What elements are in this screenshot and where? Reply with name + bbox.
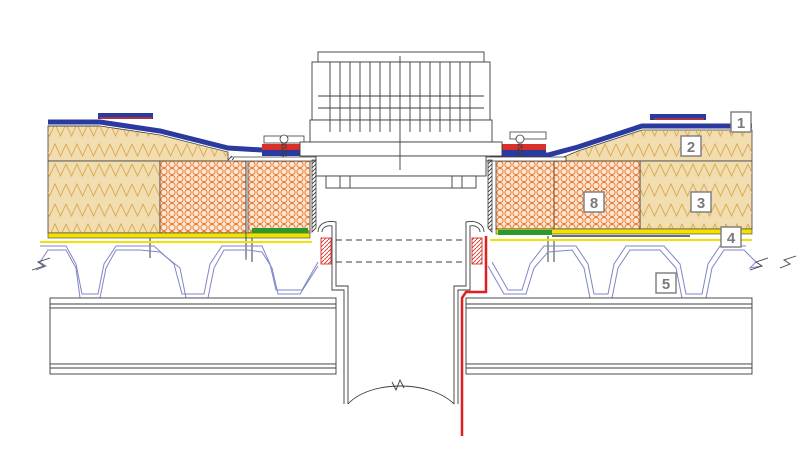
clamp-red-right <box>488 144 546 150</box>
svg-text:2: 2 <box>687 139 695 156</box>
steel-beam-right <box>465 297 753 375</box>
drain-body-right-wall <box>487 159 493 233</box>
label-8: 8 <box>583 191 605 213</box>
seal-ring-left <box>320 237 332 265</box>
svg-text:5: 5 <box>662 276 670 293</box>
label-1: 1 <box>730 111 752 133</box>
svg-text:1: 1 <box>737 115 745 132</box>
clamp-blue-left <box>262 150 314 156</box>
label-2: 2 <box>680 135 702 157</box>
svg-text:3: 3 <box>697 195 705 212</box>
drain-body-left-wall <box>311 159 317 233</box>
break-mark-right <box>749 257 769 271</box>
svg-text:8: 8 <box>590 195 598 212</box>
adhesive-left <box>252 228 308 233</box>
patch-right <box>650 114 706 120</box>
trapezoidal-deck-right <box>487 245 763 299</box>
grate-bars <box>318 56 484 188</box>
break-mark-left <box>31 257 51 271</box>
vapor-barrier-right <box>495 228 753 235</box>
left-roof-buildup <box>47 113 317 262</box>
waterproofing-blue-left <box>48 119 263 153</box>
heating-cable <box>460 236 488 436</box>
label-4: 4 <box>720 226 742 248</box>
label-3: 3 <box>690 191 712 213</box>
svg-text:4: 4 <box>727 230 736 247</box>
drain-pipe <box>317 221 485 405</box>
label-5: 5 <box>655 272 677 294</box>
adhesive-right <box>498 230 552 235</box>
trapezoidal-deck-left <box>35 245 319 299</box>
patch-left <box>98 113 153 119</box>
vapor-barrier-left <box>47 232 311 239</box>
seal-ring-right <box>471 237 483 265</box>
clamp-red-left <box>262 144 314 150</box>
steel-beam-left <box>49 297 337 375</box>
right-roof-buildup <box>486 114 753 262</box>
clamp-blue-right <box>488 150 546 156</box>
